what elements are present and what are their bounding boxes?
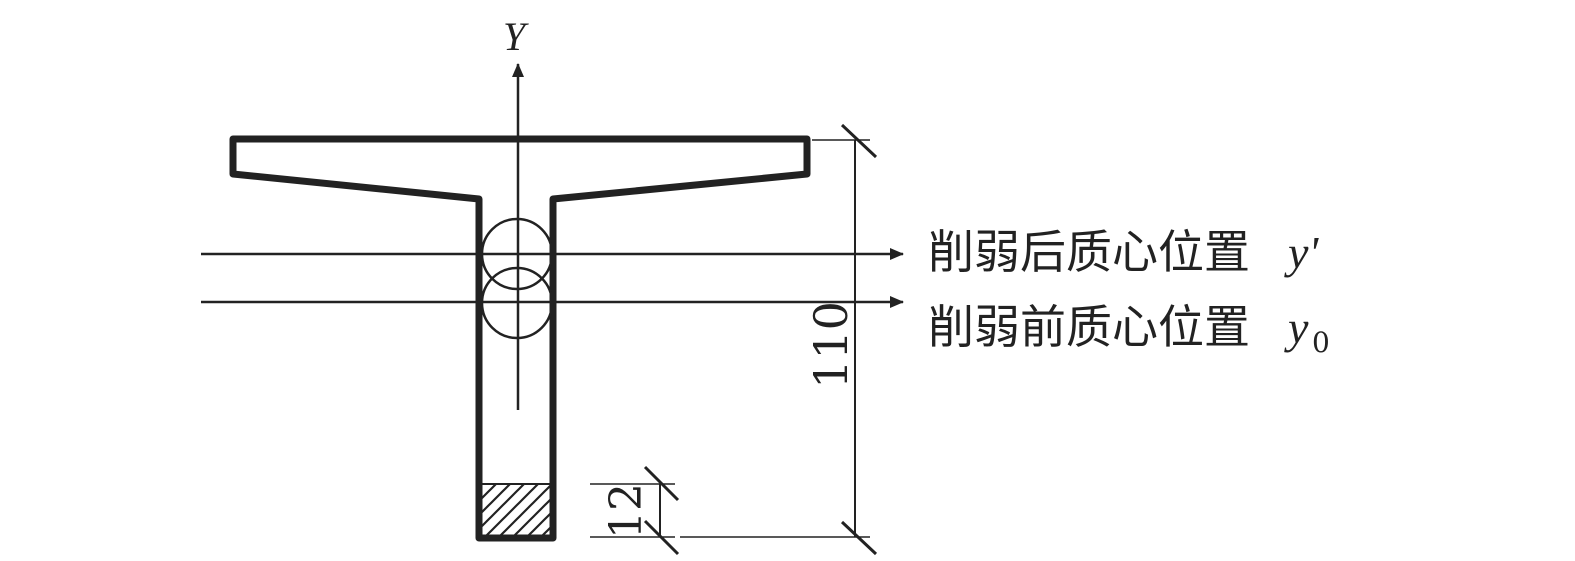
dim-weakened-bottom-tick — [643, 519, 680, 556]
t-section-outline — [229, 135, 811, 542]
weakened-region-hatch — [481, 484, 555, 538]
before-centroid-subscript: 0 — [1312, 326, 1330, 359]
dim-total-top-tick — [840, 123, 878, 159]
after-centroid-symbol: y' — [1284, 227, 1319, 278]
before-centroid-symbol: y — [1284, 302, 1309, 353]
dim-weakened-top-tick — [643, 465, 680, 502]
dim-total-value: 110 — [804, 301, 858, 389]
dim-total-bottom-tick — [840, 520, 878, 556]
after-centroid-label: 削弱后质心位置 — [928, 225, 1250, 279]
dim-weakened-value: 12 — [601, 483, 652, 539]
before-centroid-label: 削弱前质心位置 — [928, 300, 1250, 354]
y-axis-label: Y — [503, 14, 529, 59]
